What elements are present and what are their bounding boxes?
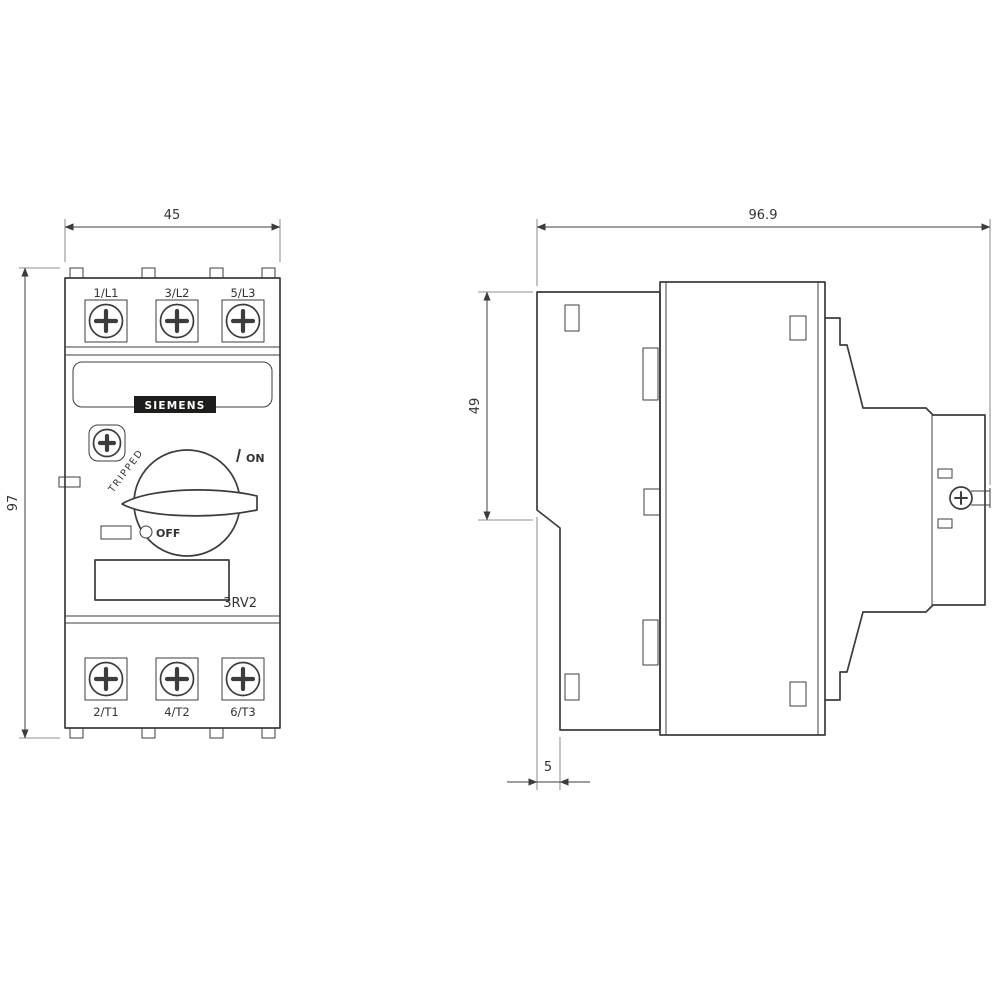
- front-view: 1/L1 3/L2 5/L3 SIEM: [58, 267, 281, 739]
- front-height-dimension-label: 49: [468, 398, 483, 415]
- siemens-logo: SIEMENS: [134, 396, 216, 413]
- height-dimension: 97: [6, 267, 60, 739]
- top-terminals: 1/L1 3/L2 5/L3: [84, 286, 265, 343]
- off-symbol-icon: [139, 525, 153, 539]
- offset-dimension-label: 5: [544, 760, 552, 775]
- model-label: 3RV2: [223, 596, 257, 611]
- on-position-mark: [236, 448, 241, 463]
- side-profile-body: [659, 281, 826, 736]
- vent-slot: [789, 681, 807, 707]
- rotary-knob: TRIPPED ON OFF: [100, 447, 265, 557]
- side-profile-back: [824, 317, 986, 701]
- terminal-label: 6/T3: [230, 705, 256, 719]
- terminal-screw-icon: [155, 299, 199, 343]
- depth-dimension-label: 96.9: [749, 208, 778, 223]
- separator-lines-top: [65, 346, 280, 356]
- mounting-tabs-bottom: [69, 727, 276, 739]
- terminal-screw-icon: [84, 657, 128, 701]
- label-window: [94, 559, 230, 601]
- on-label: ON: [246, 452, 265, 465]
- separator-lines-bottom: [65, 615, 280, 624]
- vent-slot: [564, 304, 580, 332]
- terminal-screw-side-icon: [937, 468, 991, 529]
- vent-slot: [564, 673, 580, 701]
- terminal-screw-icon: [221, 657, 265, 701]
- siemens-logo-box: [134, 396, 216, 413]
- mounting-tabs-top: [69, 267, 276, 279]
- vent-slots: [564, 304, 807, 707]
- side-profile-front: [536, 291, 661, 731]
- terminal-screw-icon: [155, 657, 199, 701]
- reset-button: [100, 525, 132, 540]
- vent-slot: [789, 315, 807, 341]
- terminal-label: 5/L3: [231, 286, 256, 300]
- terminal-label: 1/L1: [94, 286, 119, 300]
- front-body-outline: [64, 277, 281, 729]
- side-view: [536, 281, 991, 736]
- vent-slot: [643, 488, 661, 516]
- width-dimension-label: 45: [164, 208, 181, 223]
- knob-handle: [121, 489, 258, 517]
- vent-slot: [642, 347, 659, 401]
- depth-dimension: 96.9: [536, 208, 991, 485]
- off-label: OFF: [156, 527, 180, 540]
- test-button: [58, 476, 81, 488]
- adjustment-dial-icon: [88, 424, 126, 462]
- terminal-label: 3/L2: [165, 286, 190, 300]
- front-height-dimension: 49: [468, 291, 533, 521]
- offset-dimension: 5: [507, 517, 590, 790]
- vent-slot: [642, 619, 659, 666]
- terminal-label: 4/T2: [164, 705, 190, 719]
- terminal-screw-icon: [221, 299, 265, 343]
- height-dimension-label: 97: [6, 495, 21, 512]
- siemens-logo-text: SIEMENS: [144, 400, 205, 412]
- width-dimension: 45: [64, 208, 281, 262]
- terminal-screw-icon: [84, 299, 128, 343]
- terminal-label: 2/T1: [93, 705, 119, 719]
- bottom-terminals: 2/T1 4/T2 6/T3: [84, 657, 265, 719]
